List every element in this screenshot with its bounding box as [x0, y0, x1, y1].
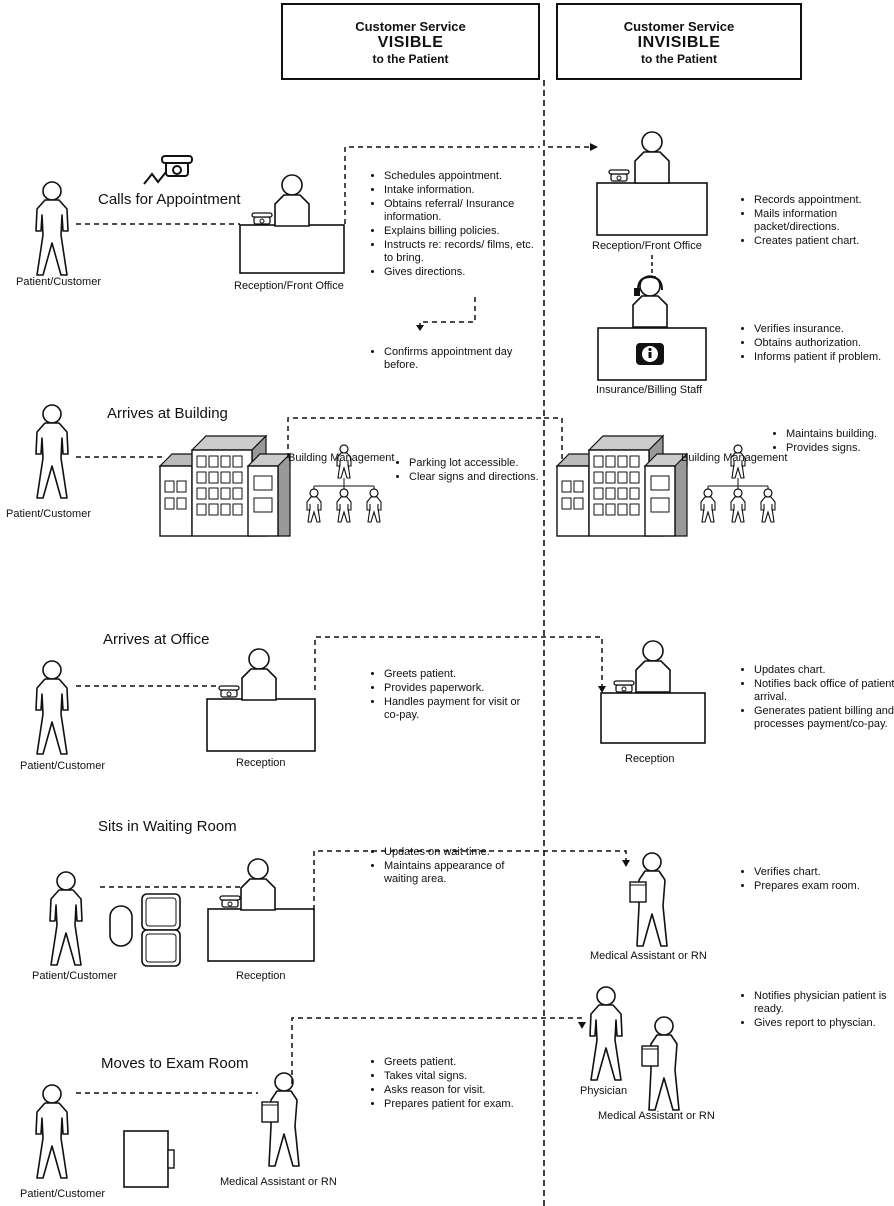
staff-label: Medical Assistant or RN: [598, 1110, 715, 1122]
patient-label: Patient/Customer: [6, 508, 91, 520]
invisible-front-desk: [596, 182, 708, 236]
visible-header-line2: VISIBLE: [377, 34, 444, 51]
task-item: Prepares exam room.: [754, 880, 894, 893]
task-item: Verifies insurance.: [754, 323, 894, 336]
task-item: Obtains referral/ Insurance information.: [384, 198, 534, 224]
task-item: Greets patient.: [384, 668, 534, 681]
info-sign-icon: [636, 343, 664, 365]
reception-desk: [207, 908, 315, 962]
staff-label: Reception: [236, 757, 286, 769]
patient-figure: [35, 660, 69, 755]
waiting-chairs: [141, 893, 181, 967]
staff-label: Building Management: [288, 452, 395, 464]
patient-label: Patient/Customer: [32, 970, 117, 982]
patient-label: Patient/Customer: [20, 760, 105, 772]
telephone-icon: [143, 155, 193, 185]
task-item: Provides signs.: [786, 442, 894, 455]
task-item: Creates patient chart.: [754, 235, 894, 248]
task-item: Updates on wait time.: [384, 846, 534, 859]
task-item: Verifies chart.: [754, 866, 894, 879]
step-title: Calls for Appointment: [98, 191, 241, 208]
task-item: Notifies physician patient is ready.: [754, 990, 894, 1016]
patient-figure: [35, 1084, 69, 1179]
physician-figure: [589, 986, 623, 1081]
staff-label: Reception/Front Office: [234, 280, 344, 292]
visible-header-line3: to the Patient: [372, 52, 449, 66]
reception-desk: [206, 698, 316, 752]
waiting-table: [109, 905, 133, 947]
task-item: Explains billing policies.: [384, 225, 534, 238]
staff-label: Building Management: [681, 452, 788, 464]
task-item: Handles payment for visit or co-pay.: [384, 696, 534, 722]
task-item: Provides paperwork.: [384, 682, 534, 695]
patient-figure: [49, 871, 83, 966]
step-title: Arrives at Office: [103, 631, 210, 648]
step-title: Arrives at Building: [107, 405, 228, 422]
staff-label: Insurance/Billing Staff: [596, 384, 703, 396]
step-title: Sits in Waiting Room: [98, 818, 237, 835]
patient-label: Patient/Customer: [16, 276, 101, 288]
task-item: Schedules appointment.: [384, 170, 534, 183]
visible-task-list: Parking lot accessible. Clear signs and …: [395, 457, 549, 485]
invisible-header-line2: INVISIBLE: [637, 34, 721, 51]
visible-task-list: Updates on wait time. Maintains appearan…: [370, 846, 534, 887]
invisible-task-list: Maintains building. Provides signs.: [772, 428, 894, 456]
exam-table: [123, 1130, 175, 1188]
task-item: Parking lot accessible.: [409, 457, 549, 470]
task-item: Instructs re: records/ films, etc. to br…: [384, 239, 534, 265]
invisible-reception-desk: [600, 692, 706, 744]
task-item: Maintains building.: [786, 428, 894, 441]
invisible-header: Customer Service INVISIBLE to the Patien…: [556, 3, 802, 80]
patient-figure: [35, 404, 69, 499]
task-item: Confirms appointment day before.: [384, 346, 534, 372]
assistant-figure: [641, 1016, 680, 1111]
invisible-task-list: Verifies chart. Prepares exam room.: [740, 866, 894, 894]
task-item: Clear signs and directions.: [409, 471, 549, 484]
assistant-figure: [261, 1072, 300, 1167]
invisible-task-list: Records appointment. Mails information p…: [740, 194, 894, 249]
staff-label: Reception/Front Office: [592, 240, 702, 252]
invisible-task-list: Verifies insurance. Obtains authorizatio…: [740, 323, 894, 365]
task-item: Intake information.: [384, 184, 534, 197]
visible-task-list: Greets patient. Provides paperwork. Hand…: [370, 668, 534, 723]
staff-label: Reception: [236, 970, 286, 982]
task-item: Prepares patient for exam.: [384, 1098, 534, 1111]
staff-label: Reception: [625, 753, 675, 765]
invisible-task-list: Notifies physician patient is ready. Giv…: [740, 990, 894, 1031]
task-item: Maintains appearance of waiting area.: [384, 860, 534, 886]
task-item: Updates chart.: [754, 664, 894, 677]
physician-label: Physician: [580, 1085, 628, 1097]
task-item: Notifies back office of patient arrival.: [754, 678, 894, 704]
task-item: Records appointment.: [754, 194, 894, 207]
task-item: Mails information packet/directions.: [754, 208, 894, 234]
task-item: Gives directions.: [384, 266, 534, 279]
task-item: Generates patient billing and processes …: [754, 705, 894, 731]
patient-figure: [35, 181, 69, 276]
task-item: Asks reason for visit.: [384, 1084, 534, 1097]
patient-label: Patient/Customer: [20, 1188, 105, 1200]
followup-task-list: Confirms appointment day before.: [370, 346, 534, 373]
visible-task-list: Greets patient. Takes vital signs. Asks …: [370, 1056, 534, 1112]
front-desk: [239, 224, 345, 274]
invisible-header-line1: Customer Service: [623, 19, 735, 34]
visible-task-list: Schedules appointment. Intake informatio…: [370, 170, 534, 280]
assistant-figure: [629, 852, 668, 947]
task-item: Takes vital signs.: [384, 1070, 534, 1083]
task-item: Obtains authorization.: [754, 337, 894, 350]
building-icon: [159, 435, 291, 537]
task-item: Informs patient if problem.: [754, 351, 894, 364]
building-icon: [556, 435, 688, 537]
visible-header: Customer Service VISIBLE to the Patient: [281, 3, 540, 80]
visible-header-line1: Customer Service: [355, 19, 466, 34]
staff-label: Medical Assistant or RN: [220, 1176, 337, 1188]
step-title: Moves to Exam Room: [101, 1055, 249, 1072]
staff-label: Medical Assistant or RN: [590, 950, 707, 962]
invisible-task-list: Updates chart. Notifies back office of p…: [740, 664, 894, 732]
invisible-header-line3: to the Patient: [640, 52, 717, 66]
task-item: Gives report to physcian.: [754, 1017, 894, 1030]
task-item: Greets patient.: [384, 1056, 534, 1069]
